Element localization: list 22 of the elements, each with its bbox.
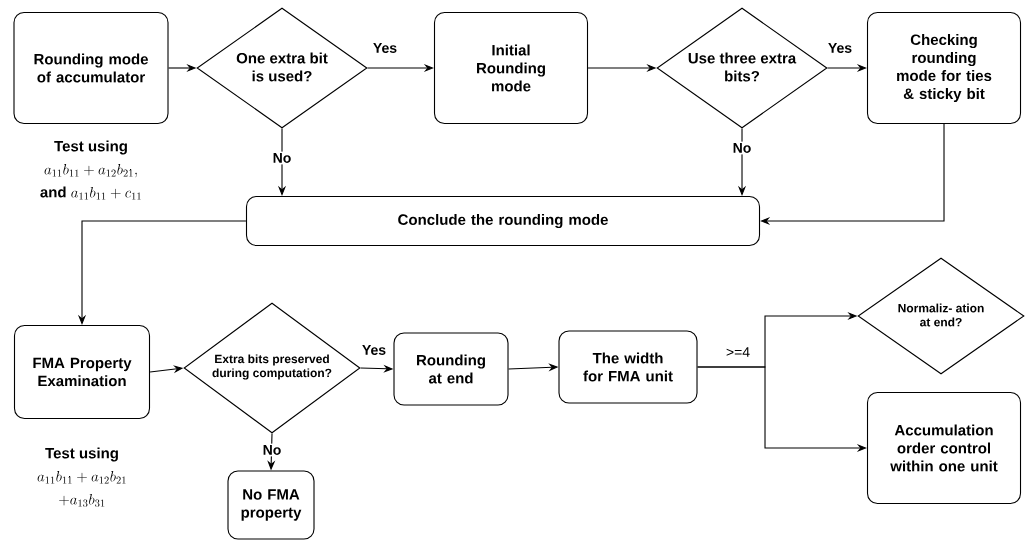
edge-label: Yes [371,41,399,55]
process-box: The width for FMA unit [558,330,698,404]
edge-label: No [261,443,283,457]
node-label: $a_{11}b_{11} + a_{12}b_{21},$ [44,163,137,178]
process-box: Checking rounding mode for ties & sticky bit [866,11,1022,125]
node-label: and [40,186,66,198]
process-box: Accumulation order control within one unit [866,391,1022,505]
process-box: Rounding mode of accumulator [13,11,169,125]
process-box: No FMA property [227,470,315,540]
test-note: Test using $a_{11}b_{11} + a_{12}b_{21}$ $+a_{13}b_{31}$ [37,447,126,507]
node-label: $a_{11}b_{11} + c_{11}$ [71,186,141,200]
edge-label: No [731,141,753,155]
process-box: Rounding at end [393,332,509,406]
test-note: Test using $a_{11}b_{11} + a_{12}b_{21},$ and $a_{11}b_{11} + c_{11}$ [40,140,141,200]
node-label: Test using [54,140,127,155]
edge-label: No [271,151,293,165]
edge-label: Yes [826,41,854,55]
edge-label: >=4 [724,345,752,359]
process-box: Initial Rounding mode [433,11,589,125]
process-box: FMA Property Examination [13,324,151,420]
edge-label: Yes [360,343,388,357]
process-box: Conclude the rounding mode [245,195,761,247]
